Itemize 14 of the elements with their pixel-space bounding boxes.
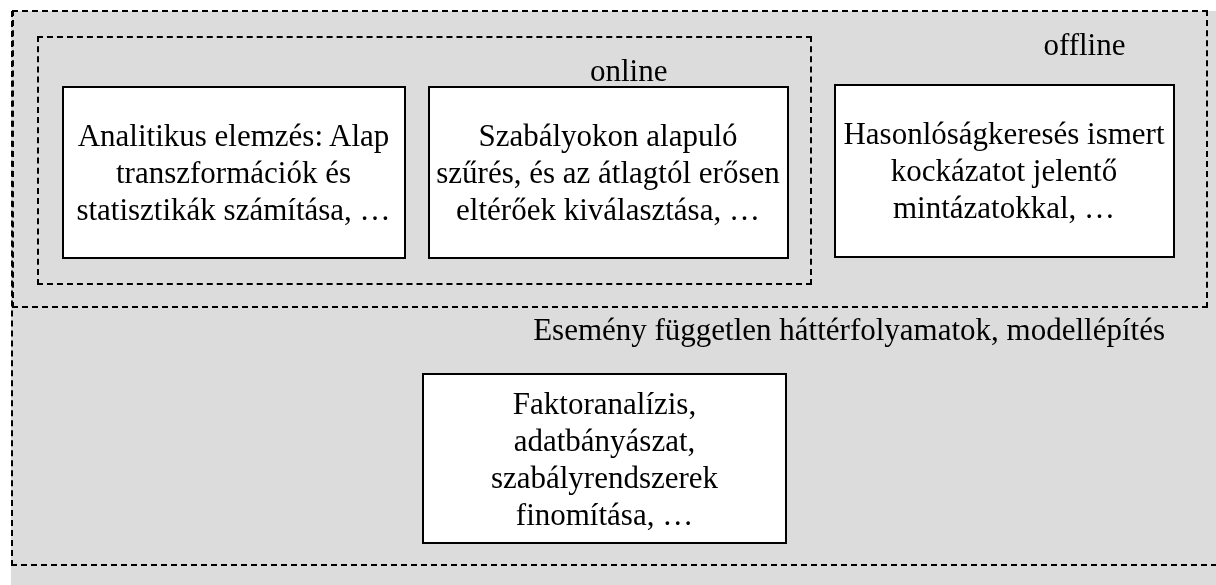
process-box <box>61 85 406 259</box>
region-label: online <box>590 51 668 89</box>
process-box <box>833 83 1175 258</box>
region-label: Esemény független háttérfolyamatok, modellépítés <box>533 311 1165 348</box>
dashed-region <box>36 35 812 285</box>
box-text: Faktoranalízis, adatbányászat, szabályrendszerek finomítása, … <box>489 384 720 533</box>
box-text: Analitikus elemzés: Alap transzformációk és statisztikák számítása, … <box>75 116 392 228</box>
process-box <box>422 373 787 544</box>
process-box <box>427 85 789 259</box>
dashed-region <box>11 11 1216 566</box>
box-text: Szabályokon alapuló szűrés, és az átlagtól erősen eltérőek kiválasztása, … <box>435 116 781 228</box>
region-label: offline <box>1043 25 1126 63</box>
box-text: Hasonlóságkeresés ismert kockázatot jelentő mintázatokkal, … <box>842 115 1166 226</box>
dashed-region <box>11 9 1208 308</box>
